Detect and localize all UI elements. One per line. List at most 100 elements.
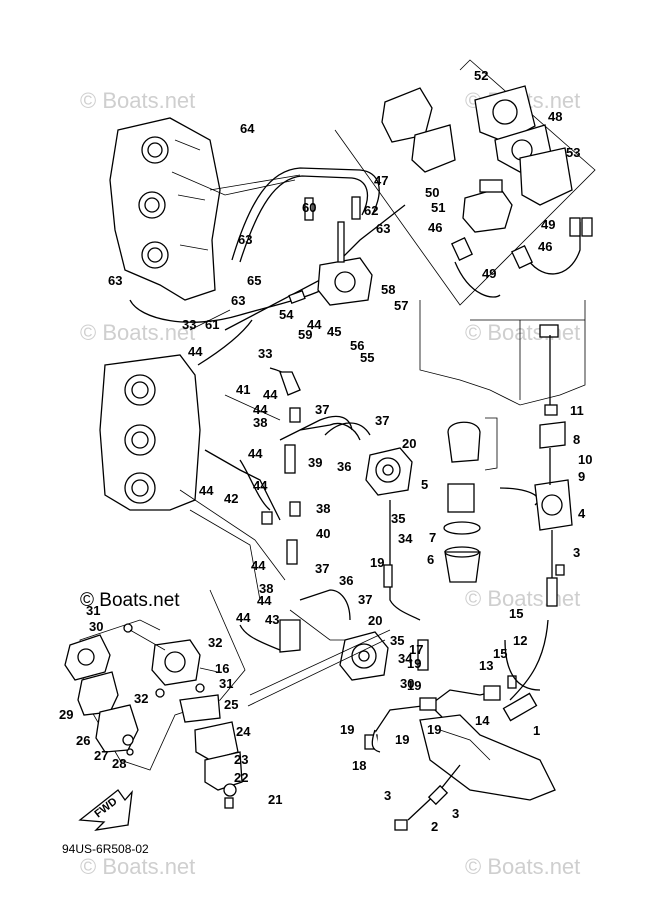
callout-number: 53: [566, 145, 580, 160]
callout-number: 18: [352, 758, 366, 773]
watermark: © Boats.net: [465, 854, 580, 879]
callout-number: 44: [253, 402, 268, 417]
watermark: © Boats.net: [80, 320, 195, 345]
callout-number: 44: [188, 344, 203, 359]
callout-number: 21: [268, 792, 282, 807]
callout-number: 44: [263, 387, 278, 402]
callout-number: 30: [400, 676, 414, 691]
callout-number: 55: [360, 350, 374, 365]
callout-number: 39: [308, 455, 322, 470]
callout-number: 27: [94, 748, 108, 763]
callout-number: 64: [240, 121, 255, 136]
callout-number: 19: [340, 722, 354, 737]
callout-number: 37: [315, 561, 329, 576]
callout-number: 49: [541, 217, 555, 232]
callout-number: 37: [315, 402, 329, 417]
callout-number: 44: [248, 446, 263, 461]
callout-number: 43: [265, 612, 279, 627]
callout-number: 63: [376, 221, 390, 236]
top-right-assembly: [334, 59, 596, 306]
callout-number: 54: [279, 307, 294, 322]
bottom-center-assembly: [364, 619, 556, 831]
middle-hoses: [179, 309, 429, 671]
callout-number: 45: [327, 324, 341, 339]
callout-number: 34: [398, 651, 413, 666]
callout-number: 32: [208, 635, 222, 650]
callout-number: 38: [316, 501, 330, 516]
callout-number: 51: [431, 200, 445, 215]
callout-number: 8: [573, 432, 580, 447]
diagram-code: 94US-6R508-02: [62, 842, 149, 856]
callout-number: 49: [482, 266, 496, 281]
callout-number: 20: [402, 436, 416, 451]
callout-number: 58: [381, 282, 395, 297]
callout-number: 34: [398, 531, 413, 546]
lower-engine-block: [99, 354, 201, 511]
callout-number: 38: [259, 581, 273, 596]
bottom-left-pump: [64, 589, 386, 809]
callout-number: 60: [302, 200, 316, 215]
callout-number: 47: [374, 173, 388, 188]
callout-number: 3: [384, 788, 391, 803]
callout-number: 52: [474, 68, 488, 83]
callout-number: 4: [578, 506, 586, 521]
callout-number: 26: [76, 733, 90, 748]
callout-number: 29: [59, 707, 73, 722]
watermark-dark: © Boats.net: [80, 590, 180, 611]
callout-number: 22: [234, 770, 248, 785]
callout-number: 44: [257, 593, 272, 608]
right-side-assembly: [419, 300, 586, 607]
callout-number: 19: [395, 732, 409, 747]
callout-number: 42: [224, 491, 238, 506]
callout-number: 31: [219, 676, 233, 691]
callout-number: 6: [427, 552, 434, 567]
callout-number: 57: [394, 298, 408, 313]
callout-number: 11: [570, 403, 584, 418]
callout-number: 35: [390, 633, 404, 648]
callout-number: 15: [493, 646, 507, 661]
callout-number: 19: [407, 656, 421, 671]
callout-number: 65: [247, 273, 261, 288]
callout-number: 32: [134, 691, 148, 706]
callout-number: 41: [236, 382, 250, 397]
fuel-filter-middle: [443, 417, 541, 583]
upper-fuel-pump: [288, 196, 373, 306]
callout-number: 63: [108, 273, 122, 288]
callout-number: 56: [350, 338, 364, 353]
callout-number: 63: [231, 293, 245, 308]
callout-number: 46: [538, 239, 552, 254]
callout-number: 13: [479, 658, 493, 673]
callout-number: 17: [409, 642, 423, 657]
callout-number: 1: [533, 723, 540, 738]
callout-number: 40: [316, 526, 330, 541]
callout-number: 59: [298, 327, 312, 342]
callout-number: 44: [199, 483, 214, 498]
callout-number: 3: [573, 545, 580, 560]
leader-lines: [171, 171, 391, 696]
callout-number: 19: [370, 555, 384, 570]
callout-number: 12: [513, 633, 527, 648]
callout-number: 37: [358, 592, 372, 607]
callout-number: 35: [391, 511, 405, 526]
callout-number: 24: [236, 724, 251, 739]
watermark: © Boats.net: [80, 854, 195, 879]
callout-number: 7: [429, 530, 436, 545]
fuel-pump-upper: [365, 447, 413, 496]
watermark-group: © Boats.net © Boats.net © Boats.net © Bo…: [80, 88, 580, 879]
upper-hoses: [129, 167, 406, 331]
callout-number: 44: [251, 558, 266, 573]
callout-number: 23: [234, 752, 248, 767]
callout-number: 25: [224, 697, 238, 712]
callout-number: 63: [238, 232, 252, 247]
callout-number: 48: [548, 109, 562, 124]
callout-number: 19: [427, 722, 441, 737]
callout-number: 3: [452, 806, 459, 821]
watermark: © Boats.net: [465, 320, 580, 345]
callout-number: 30: [89, 619, 103, 634]
callout-number: 44: [253, 478, 268, 493]
callout-number: 46: [428, 220, 442, 235]
fwd-arrow: FWD: [78, 789, 133, 831]
upper-engine-block: [109, 117, 221, 301]
